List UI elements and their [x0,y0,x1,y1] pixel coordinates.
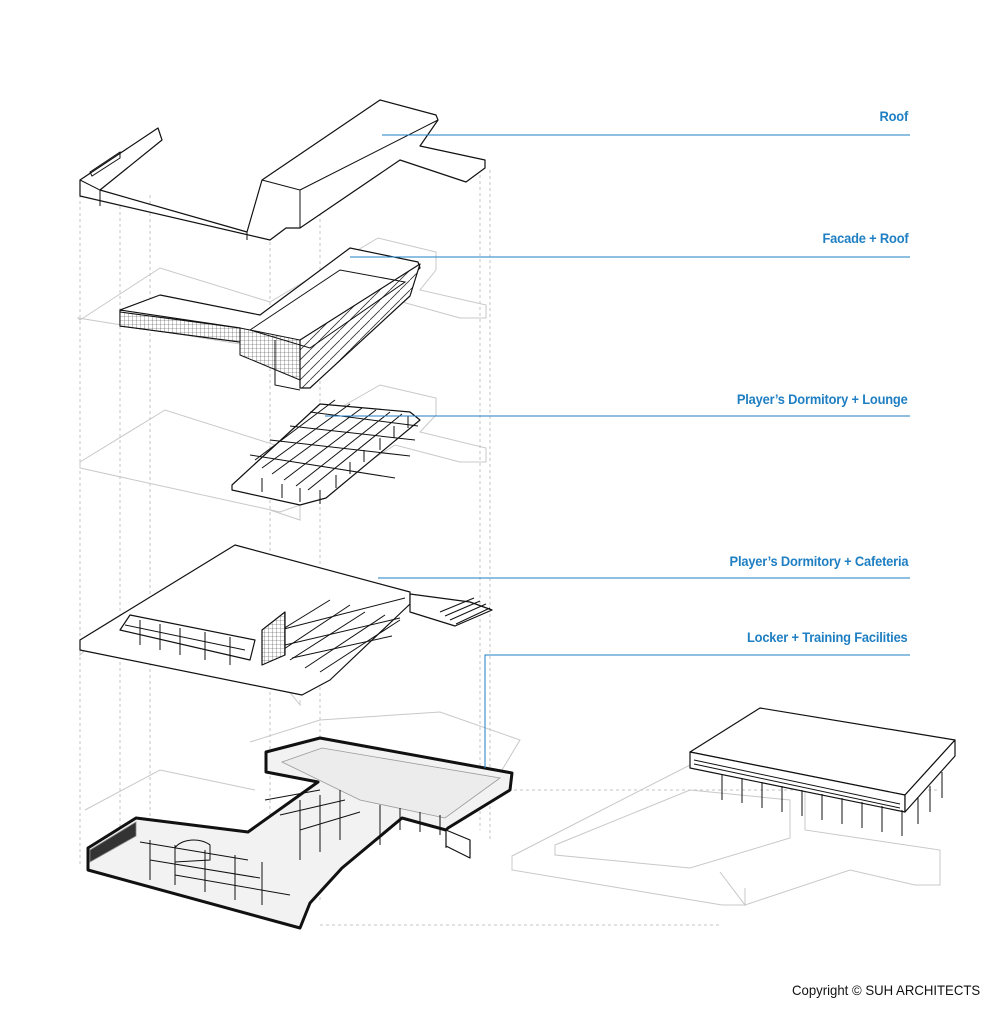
roof-layer [79,99,486,241]
dormitory-lounge-layer [231,399,421,506]
label-locker-training: Locker + Training Facilities [747,629,908,645]
label-facade-roof: Facade + Roof [821,230,908,246]
copyright-notice: Copyright © SUH ARCHITECTS [791,982,980,998]
label-dormitory-lounge: Player’s Dormitory + Lounge [737,391,908,407]
locker-training-layer [86,736,514,930]
label-roof: Roof [879,108,908,124]
canopy-model [689,707,956,836]
leader-locker-training [484,654,910,768]
leader-lines [325,134,910,768]
dormitory-cafeteria-layer [79,544,493,696]
label-dormitory-cafeteria: Player’s Dormitory + Cafeteria [729,553,908,569]
facade-roof-layer [119,247,421,391]
